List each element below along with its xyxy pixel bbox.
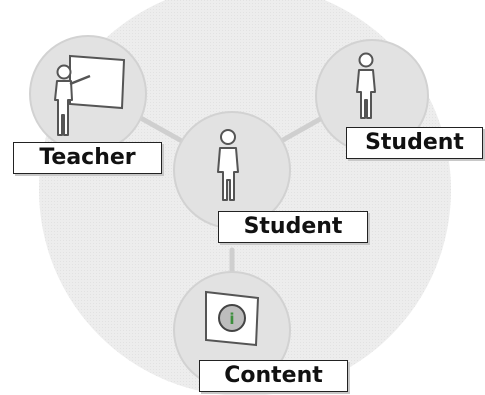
content-label: Content <box>199 360 348 392</box>
student-figure-icon <box>356 52 376 119</box>
student-right-label: Student <box>346 127 483 159</box>
teacher-presenting-icon <box>54 54 126 136</box>
student-right-node <box>315 39 429 153</box>
connector-student-student <box>280 115 325 143</box>
teacher-node <box>29 35 147 153</box>
student-center-label: Student <box>218 211 368 243</box>
content-page-icon: i <box>205 290 260 347</box>
svg-text:i: i <box>229 310 234 328</box>
student-figure-icon <box>217 129 239 201</box>
teacher-label: Teacher <box>13 142 162 174</box>
content-node: i <box>173 271 291 389</box>
